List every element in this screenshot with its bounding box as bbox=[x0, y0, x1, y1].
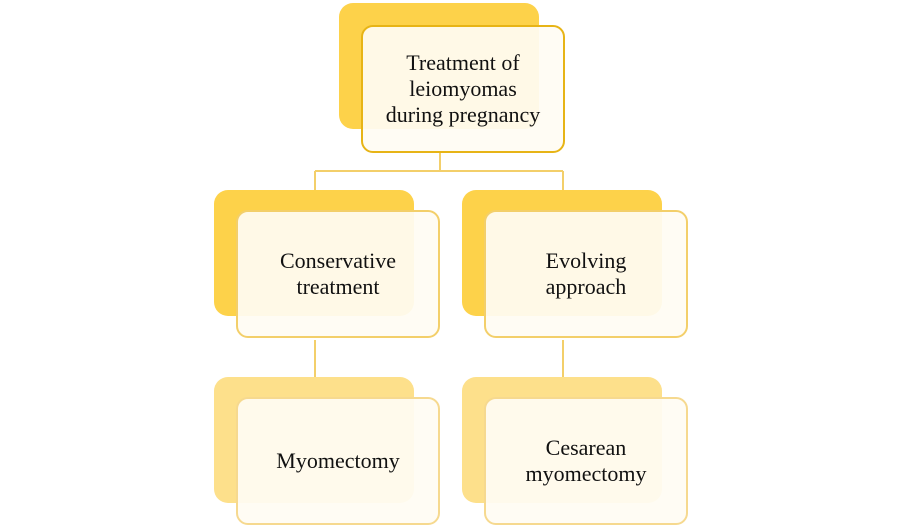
branch-node-conservative: Conservative treatment bbox=[214, 190, 440, 340]
leaf-node-myomectomy-box: Myomectomy bbox=[236, 397, 440, 525]
root-node-label: Treatment of leiomyomas during pregnancy bbox=[385, 50, 541, 127]
leaf-node-cesarean-label: Cesarean myomectomy bbox=[525, 435, 647, 486]
connector-root-to-branches bbox=[314, 153, 564, 210]
root-node: Treatment of leiomyomas during pregnancy bbox=[339, 3, 565, 153]
branch-node-evolving: Evolving approach bbox=[462, 190, 688, 340]
branch-node-evolving-label: Evolving approach bbox=[545, 248, 627, 299]
leaf-node-cesarean: Cesarean myomectomy bbox=[462, 377, 688, 527]
branch-node-conservative-label: Conservative treatment bbox=[279, 248, 397, 299]
branch-node-evolving-box: Evolving approach bbox=[484, 210, 688, 338]
branch-node-conservative-box: Conservative treatment bbox=[236, 210, 440, 338]
leaf-node-myomectomy: Myomectomy bbox=[214, 377, 440, 527]
leaf-node-cesarean-box: Cesarean myomectomy bbox=[484, 397, 688, 525]
root-node-box: Treatment of leiomyomas during pregnancy bbox=[361, 25, 565, 153]
leaf-node-myomectomy-label: Myomectomy bbox=[276, 448, 400, 473]
